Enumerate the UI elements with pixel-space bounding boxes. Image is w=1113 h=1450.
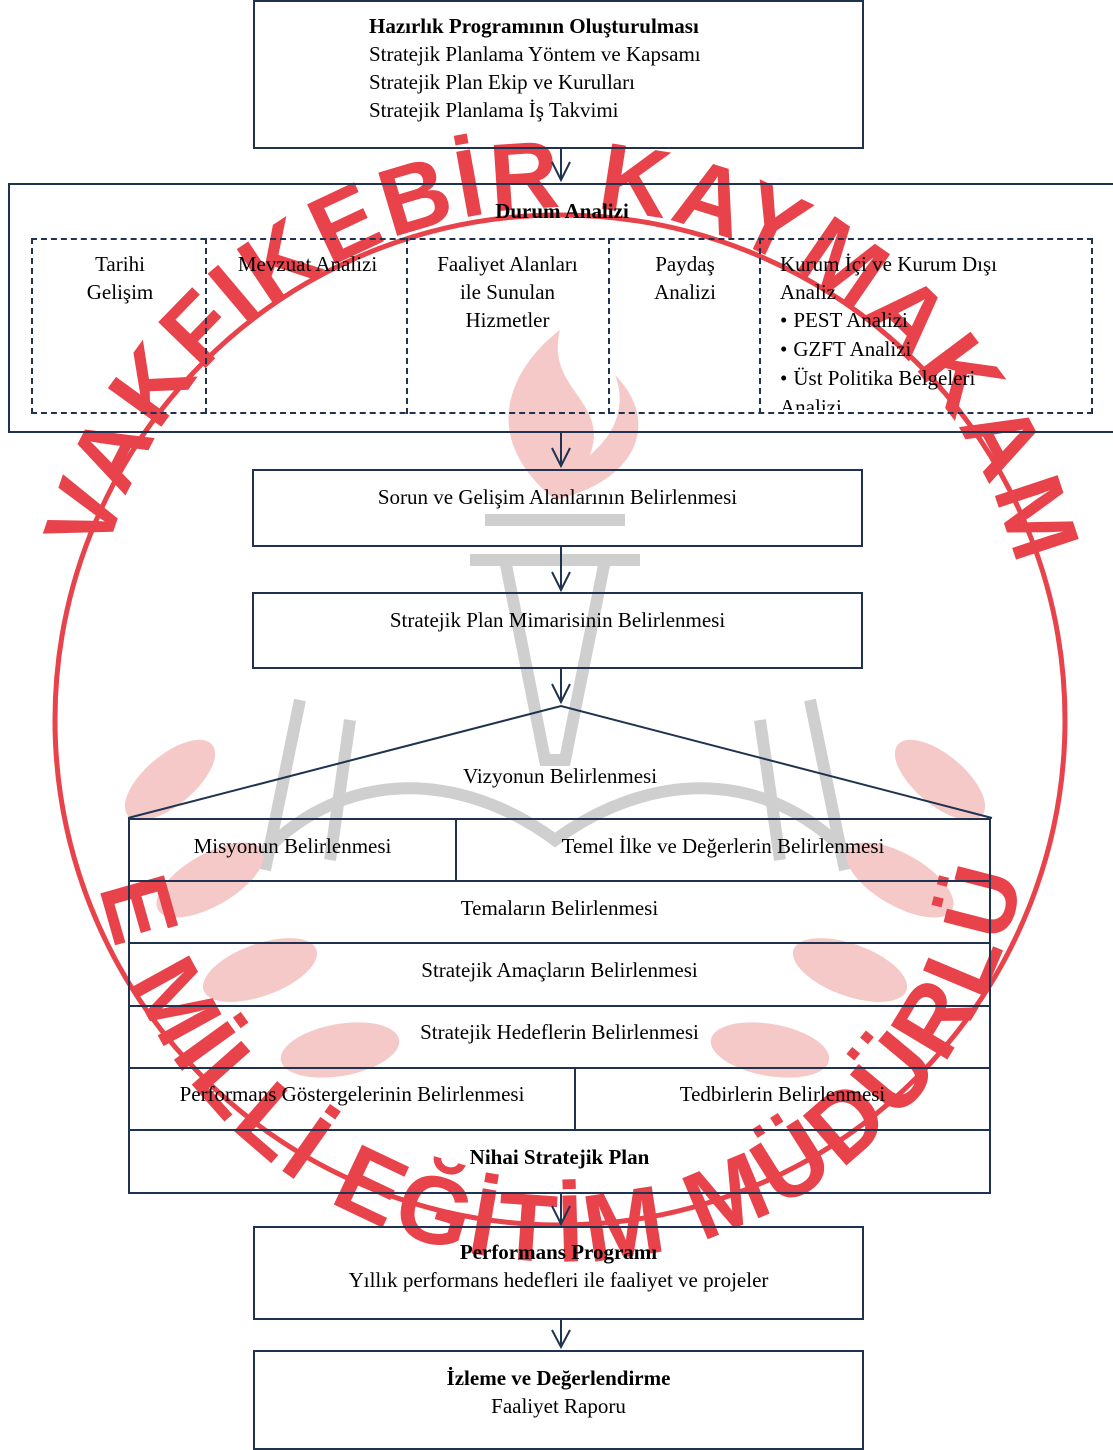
row-divider bbox=[128, 880, 991, 882]
hazirlik-title: Hazırlık Programının Oluşturulması bbox=[369, 14, 699, 38]
amac-cell: Stratejik Amaçların Belirlenmesi bbox=[421, 958, 698, 982]
hazirlik-line-1: Stratejik Planlama Yöntem ve Kapsamı bbox=[369, 42, 701, 66]
faaliyet-alanlari: Faaliyet Alanları ile Sunulan Hizmetler bbox=[437, 252, 578, 332]
kurum-item-gzft: GZFT Analizi bbox=[780, 335, 1085, 364]
tedbir-cell: Tedbirlerin Belirlenmesi bbox=[679, 1082, 886, 1106]
mimari-text: Stratejik Plan Mimarisinin Belirlenmesi bbox=[389, 608, 726, 632]
paydas-analizi: Paydaş Analizi bbox=[654, 252, 716, 304]
vizyon-text: Vizyonun Belirlenmesi bbox=[462, 764, 658, 788]
dashed-divider bbox=[608, 238, 610, 414]
row-divider bbox=[128, 1005, 991, 1007]
izleme-line: Faaliyet Raporu bbox=[491, 1394, 626, 1418]
dashed-divider bbox=[205, 238, 207, 414]
col-divider bbox=[455, 818, 457, 881]
col-divider bbox=[574, 1067, 576, 1130]
izleme-box: İzleme ve Değerlendirme Faaliyet Raporu bbox=[253, 1350, 864, 1450]
row-divider bbox=[128, 1129, 991, 1131]
performans-program-box: Performans Programı Yıllık performans he… bbox=[253, 1226, 864, 1320]
kurum-analizi: Kurum İçi ve Kurum Dışı Analiz PEST Anal… bbox=[780, 250, 1085, 410]
nihai-cell: Nihai Stratejik Plan bbox=[469, 1145, 650, 1169]
row-divider bbox=[128, 1067, 991, 1069]
kurum-item-pest: PEST Analizi bbox=[780, 306, 1085, 335]
hazirlik-box: Hazırlık Programının Oluşturulması Strat… bbox=[253, 0, 864, 149]
mimari-box: Stratejik Plan Mimarisinin Belirlenmesi bbox=[252, 592, 863, 669]
kurum-item-ust-politika: Üst Politika Belgeleri Analizi bbox=[780, 364, 1030, 410]
tema-cell: Temaların Belirlenmesi bbox=[460, 896, 659, 920]
hedef-cell: Stratejik Hedeflerin Belirlenmesi bbox=[420, 1020, 699, 1044]
kurum-list: PEST Analizi GZFT Analizi Üst Politika B… bbox=[780, 306, 1085, 410]
izleme-title: İzleme ve Değerlendirme bbox=[446, 1366, 671, 1390]
kurum-title: Kurum İçi ve Kurum Dışı Analiz bbox=[780, 252, 997, 304]
hazirlik-line-2: Stratejik Plan Ekip ve Kurulları bbox=[369, 70, 635, 94]
misyon-cell: Misyonun Belirlenmesi bbox=[193, 834, 392, 858]
row-divider bbox=[128, 942, 991, 944]
temel-ilke-cell: Temel İlke ve Değerlerin Belirlenmesi bbox=[561, 834, 885, 858]
dashed-divider bbox=[759, 238, 761, 414]
durum-analizi-box: Durum Analizi bbox=[8, 183, 1113, 433]
durum-dashed-frame bbox=[31, 238, 1093, 414]
performans-program-line: Yıllık performans hedefleri ile faaliyet… bbox=[348, 1268, 769, 1292]
durum-title: Durum Analizi bbox=[495, 199, 629, 223]
mevzuat-analizi: Mevzuat Analizi bbox=[237, 252, 378, 276]
performans-gosterge-cell: Performans Göstergelerinin Belirlenmesi bbox=[179, 1082, 525, 1106]
sorun-box: Sorun ve Gelişim Alanlarının Belirlenmes… bbox=[252, 469, 863, 547]
dashed-divider bbox=[406, 238, 408, 414]
sorun-text: Sorun ve Gelişim Alanlarının Belirlenmes… bbox=[377, 485, 738, 509]
performans-program-title: Performans Programı bbox=[459, 1240, 658, 1264]
hazirlik-line-3: Stratejik Planlama İş Takvimi bbox=[369, 98, 619, 122]
tarihi-gelisim: Tarihi Gelişim bbox=[86, 252, 154, 304]
